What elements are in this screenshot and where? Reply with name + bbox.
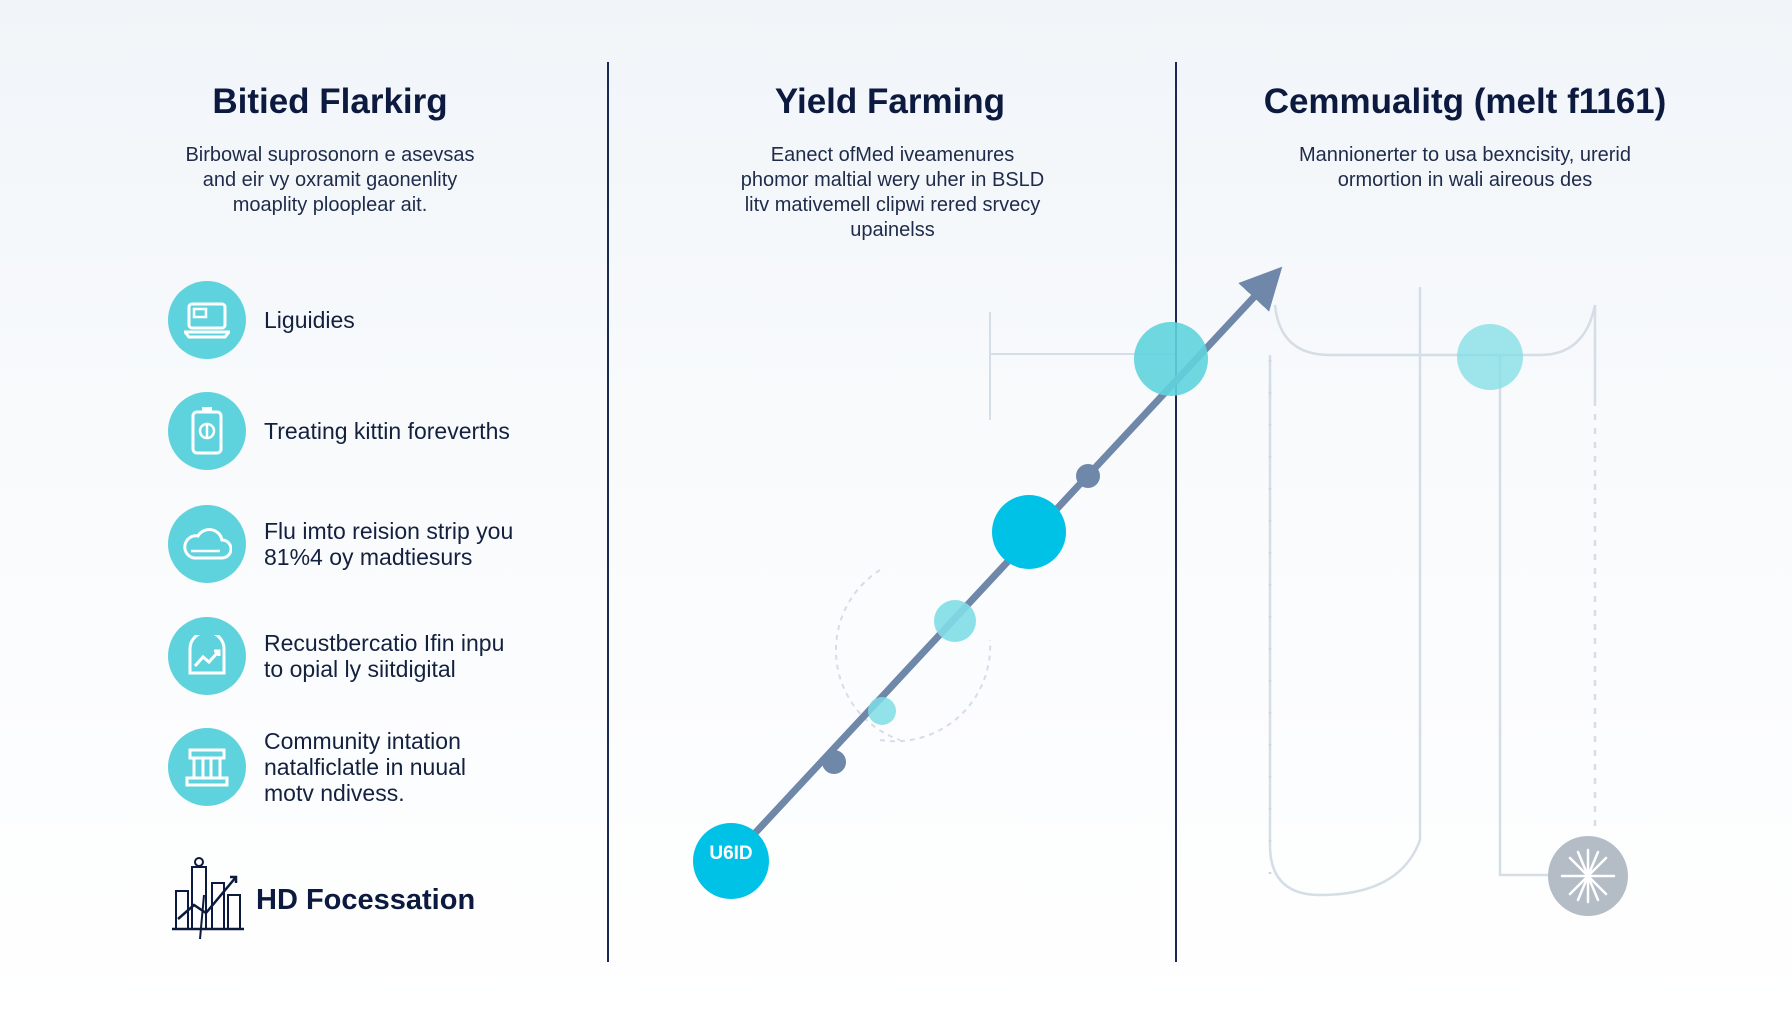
feature-label: Liguidies [264, 307, 355, 333]
column-title-right: Cemmualitg (melt f1161) [1263, 82, 1667, 121]
feature-item-recustbercation: Recustbercatio Ifin inpu to opial ly sii… [168, 617, 504, 695]
column-divider-right [1175, 62, 1177, 962]
building-icon [168, 728, 246, 806]
chart-icon [168, 617, 246, 695]
node-dot-upper [1076, 464, 1100, 488]
node-primary [992, 495, 1066, 569]
column-title-center: Yield Farming [774, 82, 1006, 121]
feature-item-liquidity: Liguidies [168, 281, 355, 359]
feature-item-flu: Flu imto reision strip you 81%4 oy madti… [168, 505, 513, 583]
battery-icon [168, 392, 246, 470]
city-icon [170, 855, 246, 946]
feature-label: Treating kittin foreverths [264, 418, 510, 444]
node-dot-small [822, 750, 846, 774]
column-description-center: Eanect ofMed iveamenures phomor maltial … [740, 144, 1045, 241]
sparkle-icon [1560, 848, 1616, 904]
node-start [693, 823, 769, 899]
feature-item-treating: Treating kittin foreverths [168, 392, 510, 470]
feature-label: Recustbercatio Ifin inpu to opial ly sii… [264, 630, 505, 682]
brand-label: HD Focessation [256, 884, 476, 916]
background-circuit-right [1268, 287, 1597, 897]
feature-label: Community intation natalficlatle in nuua… [264, 728, 467, 806]
node-light-small [868, 697, 896, 725]
feature-label: Flu imto reision strip you 81%4 oy madti… [264, 518, 514, 570]
column-description-left: Birbowal suprosonorn e asevsas and eir v… [185, 144, 475, 216]
column-title-left: Bitied Flarkirg [212, 82, 448, 121]
cloud-icon [168, 505, 246, 583]
node-right-upper [1457, 324, 1523, 390]
brand: HD Focessation [170, 855, 475, 946]
node-light-medium [934, 600, 976, 642]
node-crossing [1134, 322, 1208, 396]
column-divider-left [607, 62, 609, 962]
feature-item-community: Community intation natalficlatle in nuua… [168, 728, 466, 806]
start-node-label: U6ID [709, 843, 753, 864]
column-description-right: Mannionerter to usa bexncisity, urerid o… [1298, 144, 1631, 191]
laptop-icon [168, 281, 246, 359]
